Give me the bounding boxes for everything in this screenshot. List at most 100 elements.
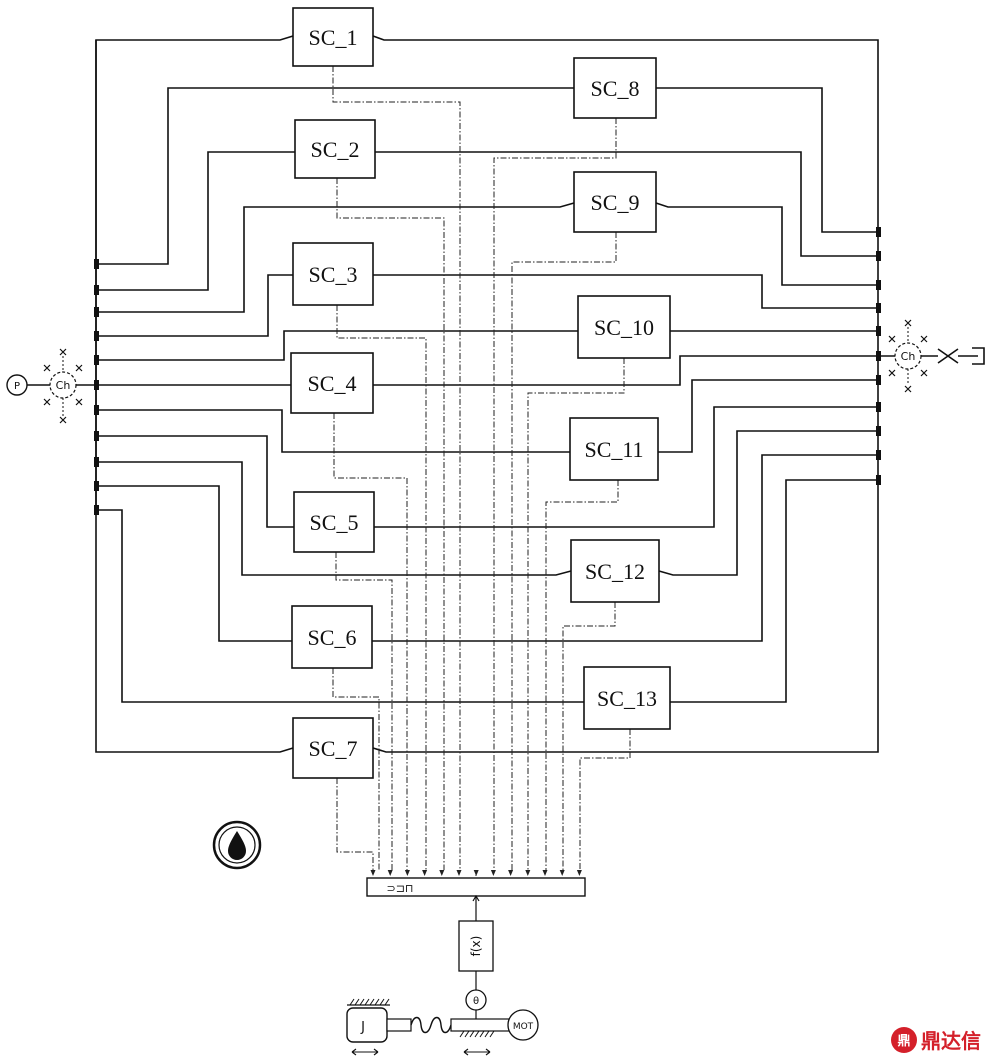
hydraulic-line: [658, 379, 878, 453]
ground-hatch: [469, 1030, 475, 1038]
right-port-marker: [876, 375, 881, 385]
hydraulic-line: [374, 406, 878, 528]
block-sc-3: SC_3: [292, 242, 374, 306]
right-port-marker: [876, 251, 881, 261]
right-port-marker: [876, 402, 881, 412]
signal-line: [511, 232, 617, 870]
block-box: [292, 717, 374, 779]
signal-line: [336, 178, 445, 870]
function-block-icon: [458, 920, 494, 972]
block-sc-10: SC_10: [577, 295, 671, 359]
port-cross-icon: [43, 398, 51, 406]
signal-arrow: [404, 870, 410, 876]
port-cross-icon: [920, 369, 928, 377]
left-port-marker: [94, 505, 99, 515]
block-label: SC_9: [591, 190, 640, 215]
signal-line: [335, 552, 393, 870]
hydraulic-line: [95, 35, 294, 510]
block-box: [292, 242, 374, 306]
ground-hatch: [474, 1030, 480, 1038]
left-port-marker: [94, 331, 99, 341]
shaft-icon: [450, 1018, 510, 1032]
ground-hatch: [349, 998, 355, 1006]
block-box: [293, 491, 375, 553]
signal-arrow: [387, 870, 393, 876]
block-sc-6: SC_6: [291, 605, 373, 669]
left-port-marker: [94, 405, 99, 415]
ground-hatch: [464, 1030, 470, 1038]
block-box: [294, 119, 376, 179]
signal-arrow: [542, 870, 548, 876]
block-label: SC_2: [311, 137, 360, 162]
ground-hatch: [384, 998, 390, 1006]
function-block-label: f(x): [469, 936, 483, 957]
port-cross-icon: [75, 398, 83, 406]
right-port-marker: [876, 450, 881, 460]
signal-line: [562, 602, 616, 870]
arrow-up-icon: [472, 894, 480, 902]
ground-hatch: [369, 998, 375, 1006]
block-box: [573, 171, 657, 233]
watermark-text: 鼎达信: [921, 1029, 981, 1053]
signal-arrow: [422, 870, 428, 876]
block-box: [290, 352, 374, 414]
signal-arrow: [490, 870, 496, 876]
ground-hatch: [489, 1030, 495, 1038]
right-port-marker: [876, 475, 881, 485]
block-sc-9: SC_9: [573, 171, 657, 233]
hydraulic-line: [96, 274, 293, 337]
block-box: [573, 57, 657, 119]
signal-arrow: [576, 870, 582, 876]
port-cross-icon: [43, 364, 51, 372]
ground-hatch: [479, 1030, 485, 1038]
oil-drop-inner-ring: [218, 826, 256, 864]
signal-line: [332, 668, 380, 870]
watermark-logo-icon: 鼎: [891, 1026, 917, 1053]
block-box: [570, 539, 660, 603]
hydraulic-line: [96, 202, 575, 313]
left-port-marker: [94, 457, 99, 467]
ground-hatch: [354, 998, 360, 1006]
block-label: SC_13: [597, 686, 657, 711]
block-label: SC_3: [309, 262, 358, 287]
hydraulic-line: [658, 430, 878, 576]
port-cross-icon: [888, 335, 896, 343]
block-sc-4: SC_4: [290, 352, 374, 414]
ground-hatch: [364, 998, 370, 1006]
signal-line: [527, 358, 625, 870]
oil-drop-shape: [228, 831, 246, 860]
hydraulic-line: [96, 151, 295, 291]
left-port-marker: [94, 431, 99, 441]
block-label: SC_10: [594, 315, 654, 340]
block-sc-7: SC_7: [292, 717, 374, 779]
left-port-marker: [94, 285, 99, 295]
ground-hatch: [484, 1030, 490, 1038]
motor-icon: [507, 1009, 539, 1041]
block-label: SC_12: [585, 559, 645, 584]
block-sc-12: SC_12: [570, 539, 660, 603]
motor-label: MOT: [513, 1022, 534, 1032]
port-cross-icon: [888, 369, 896, 377]
pressure-source-label: P: [14, 381, 20, 392]
hydraulic-line: [670, 479, 878, 703]
signal-bus-label: ⊃⊐⊓: [386, 882, 413, 895]
block-sc-5: SC_5: [293, 491, 375, 553]
shaft-icon: [386, 1018, 412, 1032]
left-port-marker: [94, 259, 99, 269]
port-cross-icon: [904, 319, 912, 327]
tank-icon: [972, 347, 985, 365]
signal-arrow: [473, 870, 479, 876]
block-sc-8: SC_8: [573, 57, 657, 119]
hydraulic-line: [655, 202, 878, 286]
block-sc-1: SC_1: [292, 7, 374, 67]
block-label: SC_8: [591, 76, 640, 101]
angle-sensor-label: θ: [473, 996, 479, 1007]
signal-arrow: [439, 870, 445, 876]
block-box: [291, 605, 373, 669]
spring-icon: [410, 1016, 452, 1034]
right-port-marker: [876, 326, 881, 336]
chamber-left-label: Ch: [56, 379, 71, 392]
hydraulic-line: [95, 40, 294, 753]
left-port-marker: [94, 481, 99, 491]
left-port-marker: [94, 380, 99, 390]
